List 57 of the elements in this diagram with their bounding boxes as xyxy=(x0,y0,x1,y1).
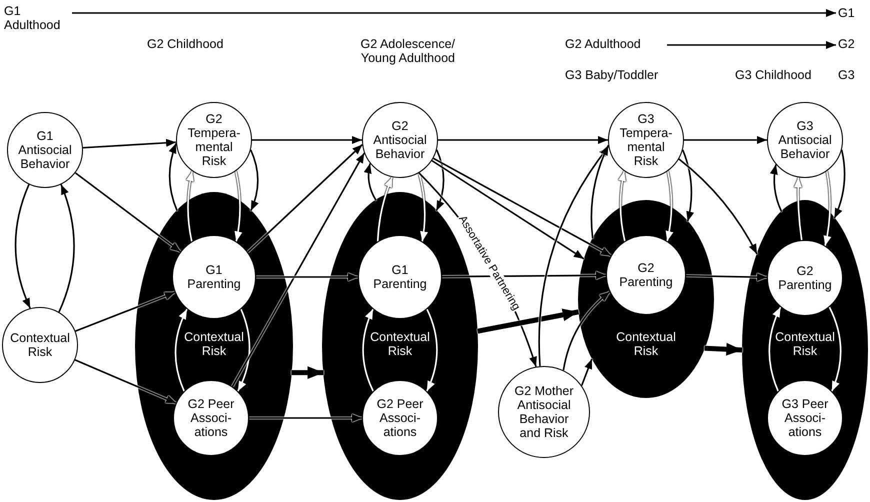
arrow xyxy=(72,9,836,17)
arrow xyxy=(770,164,782,212)
variable-circle: G2 Peer Associ- ations xyxy=(173,380,249,456)
generation-label: G2 Adulthood xyxy=(565,37,665,51)
variable-circle: G2 Tempera- mental Risk xyxy=(176,102,252,178)
arrow xyxy=(252,136,362,144)
variable-circle: G1 Parenting xyxy=(172,235,256,319)
arrow xyxy=(174,308,188,392)
period-label: G3 Baby/Toddler xyxy=(565,68,660,82)
arrow xyxy=(82,138,176,149)
arrow xyxy=(426,308,438,392)
period-label: G2 Adolescence/ Young Adulthood xyxy=(359,37,455,65)
arrow xyxy=(364,163,377,201)
arrow xyxy=(538,146,610,366)
variable-circle: G3 Peer Associ- ations xyxy=(767,380,843,456)
variable-circle: G2 Antisocial Behavior xyxy=(362,102,438,178)
oval-label: Contextual Risk xyxy=(183,330,245,358)
thick-arrow xyxy=(291,366,324,379)
arrow xyxy=(431,160,584,260)
arrow xyxy=(436,150,444,212)
thick-arrow xyxy=(704,342,742,356)
variable-circle: G2 Parenting xyxy=(767,240,843,316)
variable-circle: G1 Antisocial Behavior xyxy=(7,112,83,188)
generation-label: G1 xyxy=(838,6,858,20)
arrow xyxy=(250,150,259,212)
arrow xyxy=(834,150,846,219)
arrow xyxy=(418,172,537,367)
variable-circle: Contextual Risk xyxy=(2,307,78,383)
oval-label: Contextual Risk xyxy=(774,330,836,358)
arrow xyxy=(237,308,250,392)
arrow xyxy=(667,41,836,49)
period-label: G2 Childhood xyxy=(147,37,224,51)
generation-label: G1 Adulthood xyxy=(4,4,70,32)
oval-label: Contextual Risk xyxy=(369,330,431,358)
arrow xyxy=(590,144,610,238)
arrow xyxy=(580,358,593,386)
period-label: G3 Childhood xyxy=(735,68,812,82)
arrow xyxy=(682,150,694,222)
generation-label: G2 xyxy=(838,37,858,51)
arrow xyxy=(678,158,758,254)
arrow xyxy=(828,306,842,392)
oval-label: Contextual Risk xyxy=(615,330,677,358)
variable-circle: G2 Peer Associ- ations xyxy=(362,380,438,456)
arrow xyxy=(14,184,31,309)
variable-circle: G3 Tempera- mental Risk xyxy=(608,102,684,178)
variable-circle: G1 Parenting xyxy=(358,235,442,319)
arrow xyxy=(438,136,608,144)
arrow xyxy=(58,184,75,312)
arrow xyxy=(168,143,178,211)
variable-circle: G3 Antisocial Behavior xyxy=(767,102,843,178)
arrow xyxy=(768,306,782,392)
period-label: G3 xyxy=(838,68,856,82)
arrow xyxy=(684,136,767,144)
thick-arrow xyxy=(477,308,580,334)
arrow xyxy=(362,308,374,392)
variable-circle: G2 Parenting xyxy=(606,235,686,315)
variable-circle: G2 Mother Antisocial Behavior and Risk xyxy=(498,366,590,458)
